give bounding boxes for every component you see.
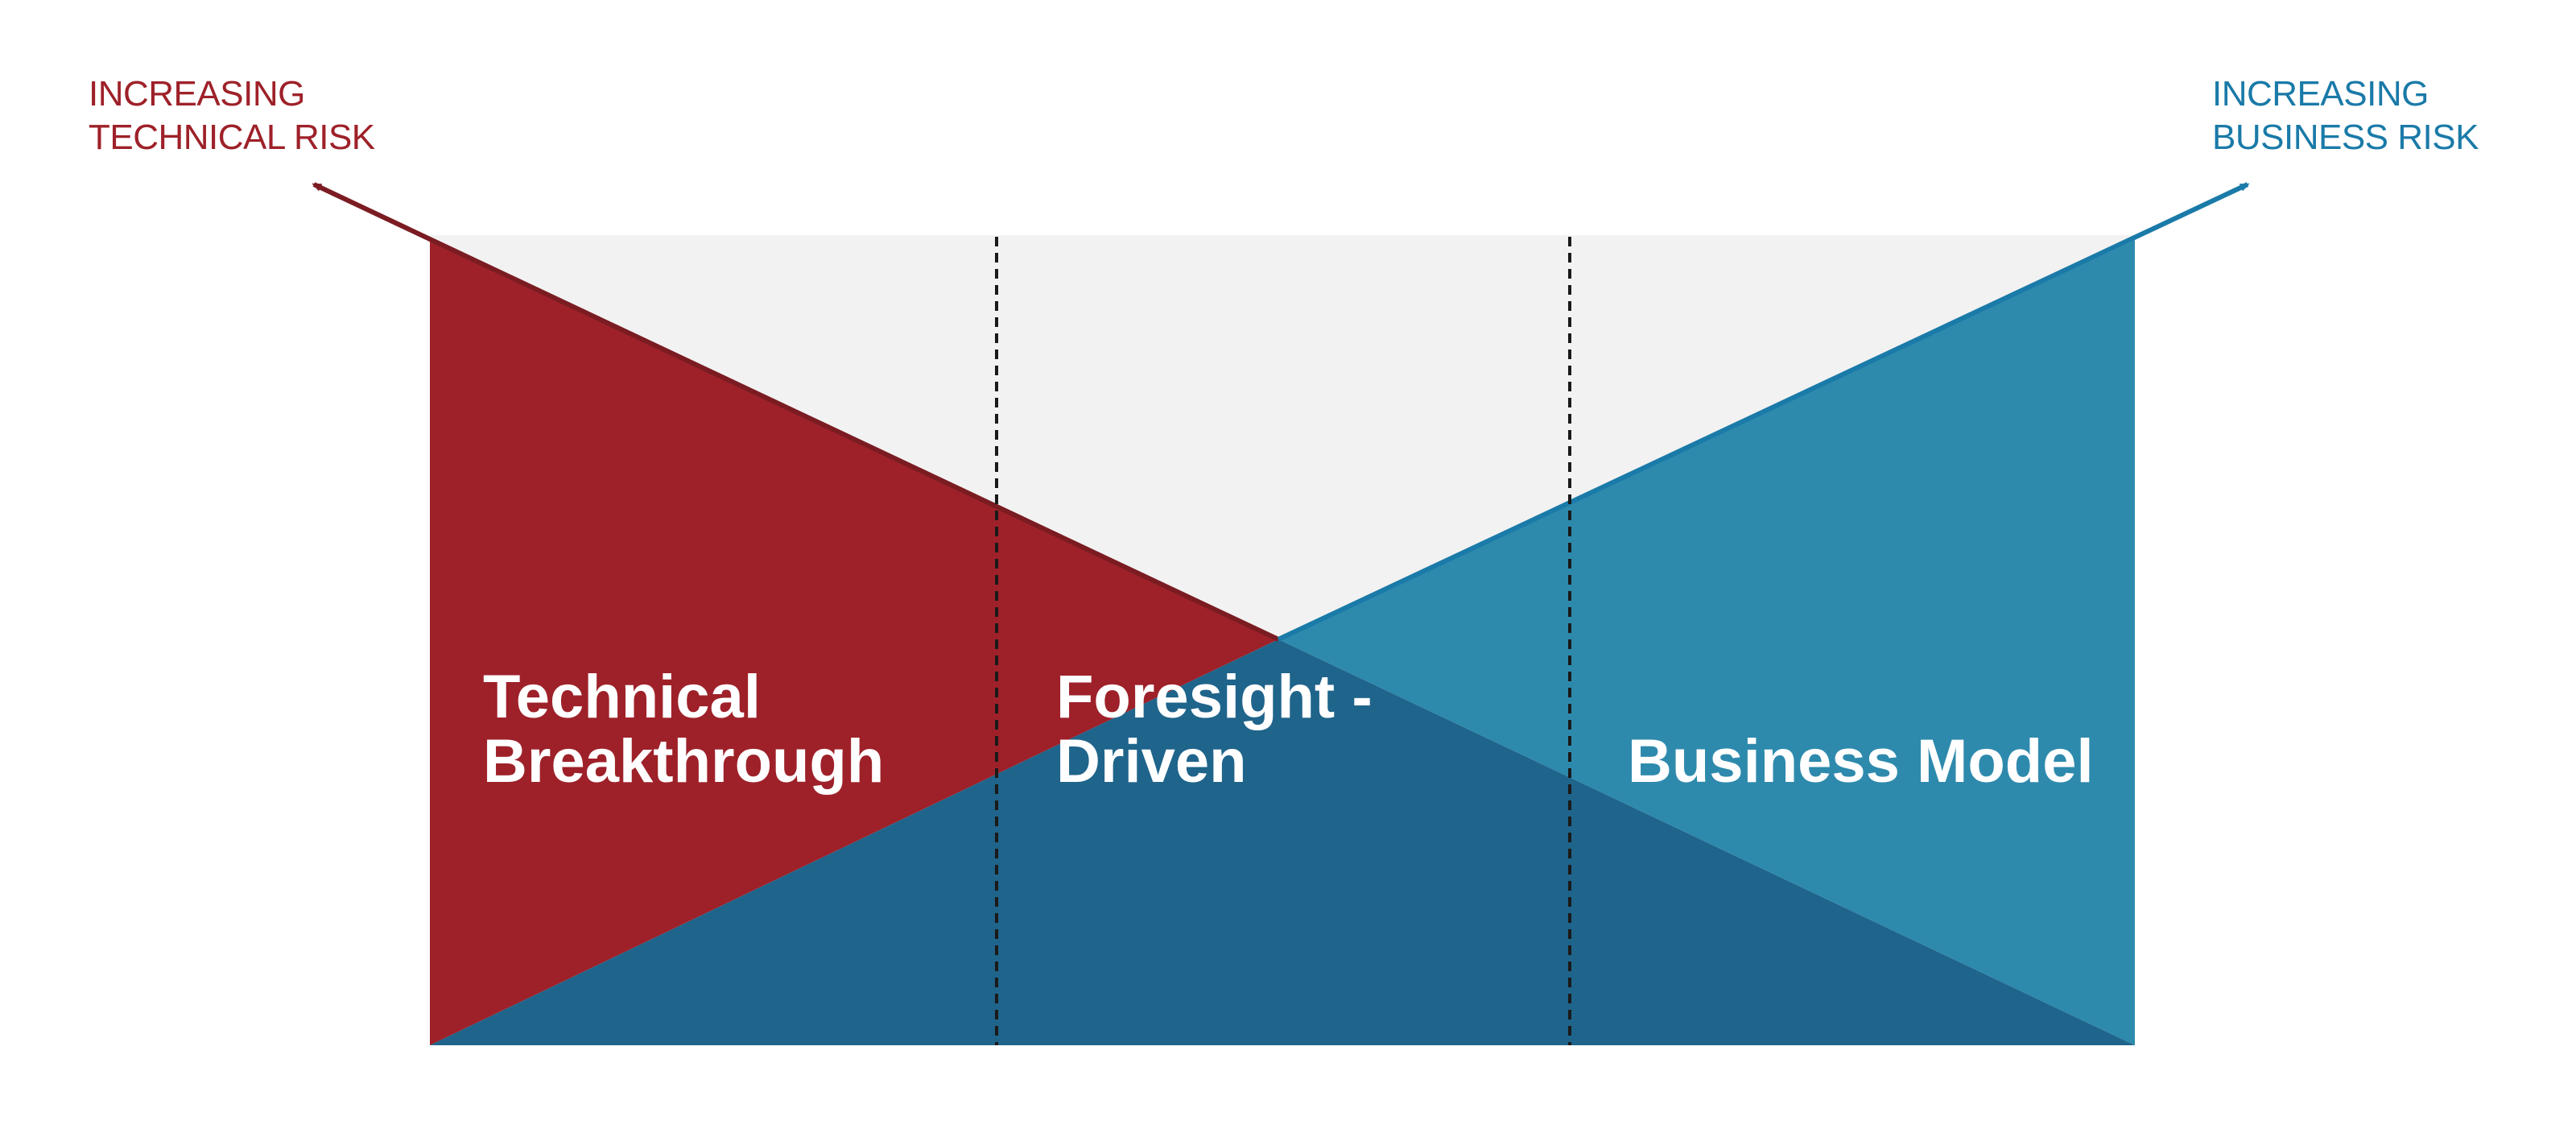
zone-business-model: Business Model (1628, 730, 2094, 794)
business-risk-triangle (1278, 240, 2135, 1045)
technical-risk-label: INCREASING TECHNICAL RISK (89, 72, 375, 159)
business-risk-arrow (1277, 182, 2250, 642)
business-risk-label-line2: BUSINESS RISK (2212, 118, 2479, 157)
zone-business-line1: Business Model (1628, 727, 2094, 796)
business-risk-label-line1: INCREASING (2212, 74, 2429, 114)
zone-foresight-driven: Foresight - Driven (1056, 665, 1373, 794)
zone-technical-breakthrough: Technical Breakthrough (483, 665, 884, 794)
technical-risk-label-line2: TECHNICAL RISK (89, 118, 375, 157)
zone-technical-line1: Technical (483, 663, 761, 731)
zone-foresight-line2: Driven (1056, 727, 1247, 796)
zone-foresight-line1: Foresight - (1056, 663, 1373, 731)
technical-risk-arrow (312, 182, 1280, 642)
overlap-region (430, 639, 2135, 1045)
business-risk-label: INCREASING BUSINESS RISK (2212, 72, 2479, 159)
technical-risk-triangle (430, 240, 1278, 1045)
technical-risk-label-line1: INCREASING (89, 74, 305, 114)
zone-technical-line2: Breakthrough (483, 727, 885, 796)
